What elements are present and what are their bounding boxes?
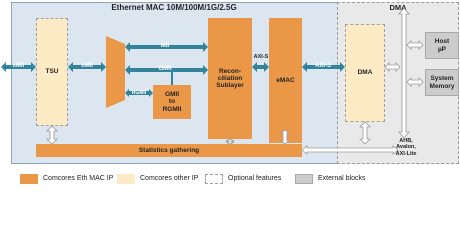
legend-label-external: External blocks — [318, 175, 366, 182]
mii-label: MII — [160, 43, 170, 49]
gmii-to-rgmii-block: GMII to RGMII — [153, 85, 191, 119]
connector-layer — [1, 7, 424, 155]
emac-block: eMAC — [269, 18, 302, 143]
mii-arrow — [125, 42, 208, 52]
dma-block: DMA — [345, 24, 385, 122]
bus-memory-arrow — [406, 77, 424, 87]
legend-swatch-eth-mac — [20, 174, 38, 184]
system-memory-block: System Memory — [425, 69, 459, 96]
dma-label: DMA — [357, 69, 373, 77]
mac-region-title: Ethernet MAC 10M/100M/1G/2.5G — [111, 3, 237, 12]
axi-s-2-label: AXI-S — [314, 63, 331, 69]
emac-label: eMAC — [276, 76, 295, 84]
legend-swatch-external — [295, 174, 313, 184]
ethernet-mac-region — [11, 2, 397, 164]
axi-s-2-arrow — [302, 62, 345, 72]
tsu-label: TSU — [45, 68, 59, 76]
reconciliation-sublayer-block: Recon- ciliation Sublayer — [208, 18, 252, 139]
bus-label: AHB, Avalon, AXI-Lite — [395, 138, 417, 157]
legend-swatch-other-ip — [117, 174, 135, 184]
bus-host-arrow — [406, 40, 424, 50]
tsu-block: TSU — [36, 18, 68, 126]
axi-s-1-arrow — [252, 62, 269, 72]
reconciliation-label: Recon- ciliation Sublayer — [216, 67, 244, 90]
dma-down-arrow — [359, 121, 371, 145]
dma-bus-arrow — [384, 62, 401, 72]
gmii-arrow — [125, 65, 208, 75]
legend-label-other-ip: Comcores other IP — [140, 175, 199, 182]
host-up-block: Host µP — [425, 32, 459, 59]
gmii-label: GMII — [158, 66, 172, 72]
legend-label-optional: Optional features — [228, 175, 282, 182]
xmii-left-arrow — [1, 62, 36, 72]
legend-label-eth-mac: Comcores Eth MAC IP — [43, 175, 114, 182]
gmii-to-rgmii-label: GMII to RGMII — [162, 91, 182, 113]
host-label: Host µP — [434, 38, 450, 53]
legend-swatch-optional — [205, 174, 223, 184]
rgmii-label: RGMII — [131, 90, 147, 96]
dma-region-title: DMA — [389, 3, 407, 12]
xmii-mid-arrow — [68, 62, 106, 72]
bus-vertical-arrow — [398, 7, 410, 139]
statistics-gathering-block: Statistics gathering — [36, 144, 302, 157]
tsu-stats-arrow — [46, 125, 58, 145]
axi-s-1-label: AXI-S — [253, 54, 269, 60]
stats-bus-arrow — [301, 145, 399, 155]
xmii-mid-label: xMII — [81, 63, 93, 69]
statistics-label: Statistics gathering — [138, 146, 200, 154]
emac-stats-arrow — [279, 129, 291, 145]
mux-shape — [106, 36, 125, 108]
recon-stats-arrow — [225, 138, 235, 145]
rgmii-arrow — [125, 89, 153, 97]
memory-label: System Memory — [429, 75, 455, 90]
xmii-left-label: xMII — [12, 63, 25, 69]
